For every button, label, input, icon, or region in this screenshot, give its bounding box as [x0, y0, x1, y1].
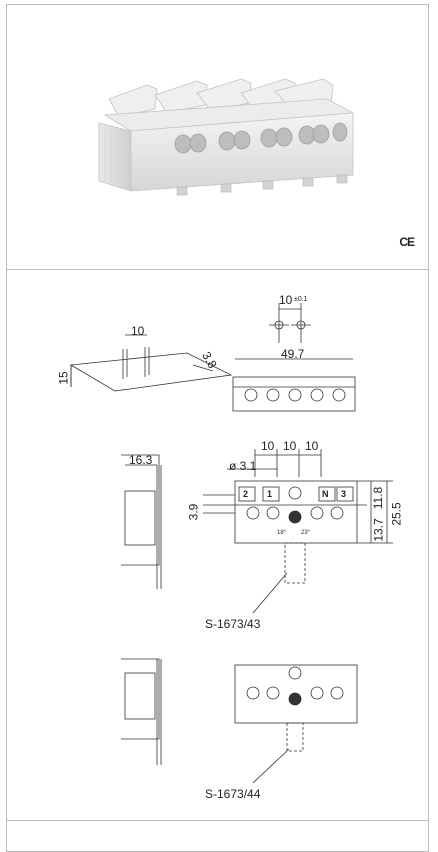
pitch-dimension-1: 10 — [261, 439, 275, 453]
technical-drawing-panel: 10 ±0.1 10 15 3.8 49.7 10 10 10 ø 3.1 3.… — [7, 269, 428, 820]
pitch-tolerance: ±0.1 — [294, 296, 308, 303]
ce-certification-mark: CE — [399, 235, 415, 249]
total-height: 25.5 — [389, 502, 404, 526]
terminal-label-1: 1 — [267, 489, 273, 499]
pcb-height: 15 — [56, 371, 71, 385]
pcb-sketch — [69, 334, 233, 392]
panel-divider-bottom — [7, 820, 428, 821]
lower-height: 13.7 — [371, 518, 386, 542]
pitch-detail-crosshairs — [269, 303, 311, 343]
side-depth: 16.3 — [129, 453, 153, 467]
angle-label-18: 18° — [277, 530, 287, 536]
part-number-44: S-1673/44 — [205, 787, 261, 801]
offset-dimension: 3.9 — [186, 503, 201, 521]
part-number-43: S-1673/43 — [205, 617, 261, 631]
terminal-label-3: 3 — [341, 489, 347, 499]
pitch-dimension-3: 10 — [305, 439, 319, 453]
side-view-outline — [121, 454, 162, 589]
pcb-pin-spacing: 10 — [131, 324, 145, 338]
upper-height: 11.8 — [371, 486, 386, 510]
variant-front-outline — [234, 664, 358, 784]
front-view-outline — [203, 449, 393, 614]
pitch-value: 10 — [279, 293, 293, 307]
variant-side-outline — [121, 658, 162, 765]
datasheet-frame: CE — [6, 4, 429, 852]
terminal-label-n: N — [322, 489, 329, 499]
terminal-label-2: 2 — [243, 489, 249, 499]
angle-label-23: 23° — [301, 530, 311, 536]
dimension-drawing — [69, 303, 393, 784]
hole-diameter: ø 3.1 — [229, 459, 257, 473]
product-photo-panel: CE — [7, 5, 428, 269]
connector-product-image — [98, 78, 355, 196]
pitch-dimension-2: 10 — [283, 439, 297, 453]
overall-width: 49.7 — [281, 347, 305, 361]
top-view-outline — [232, 358, 356, 412]
panel-divider — [7, 269, 428, 270]
